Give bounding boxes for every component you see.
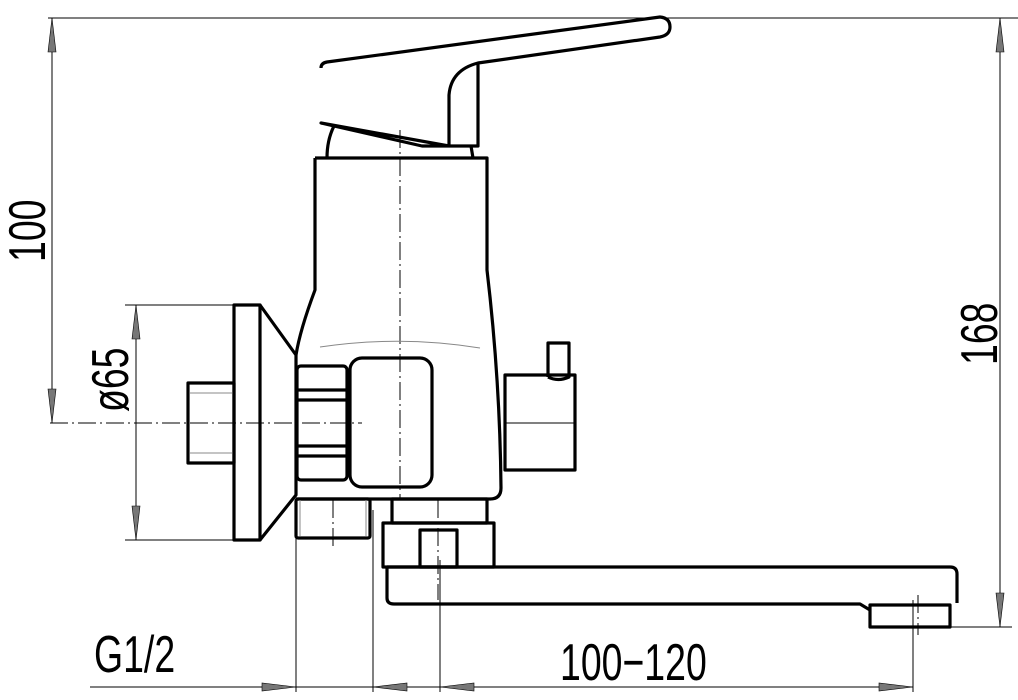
cartridge-window	[348, 356, 434, 489]
diverter	[503, 341, 577, 472]
hex-nut	[295, 364, 349, 482]
mixer-body	[294, 156, 503, 501]
dimension-lines	[47, 17, 1018, 692]
dim-thread: G1/2	[94, 625, 175, 684]
dim-plate-diameter: ø65	[81, 347, 140, 412]
center-lines	[50, 130, 919, 635]
inlet-nipple	[186, 381, 236, 465]
lever-base-right	[469, 145, 475, 159]
spout	[385, 565, 959, 612]
spout-aerator	[868, 603, 952, 629]
body-highlight	[319, 340, 481, 349]
dim-spout-reach: 100−120	[560, 633, 707, 692]
lever-handle	[319, 15, 672, 148]
dim-height-upper: 100	[0, 200, 56, 262]
lever-base	[325, 125, 336, 159]
outlet-thread	[294, 497, 372, 540]
dim-height-total: 168	[950, 303, 1009, 365]
